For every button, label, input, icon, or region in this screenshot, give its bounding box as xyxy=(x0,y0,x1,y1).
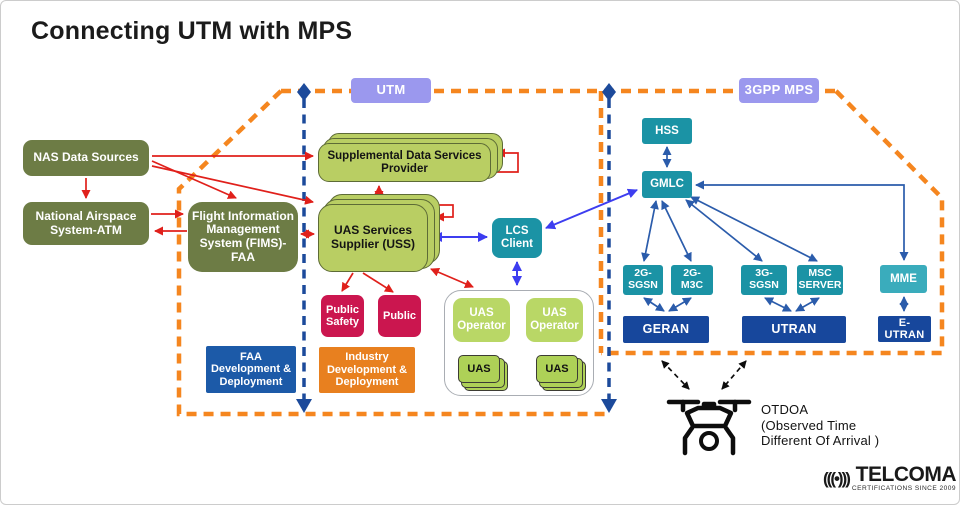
boundary-lines xyxy=(296,83,617,413)
node-national-airspace: National Airspace System-ATM xyxy=(23,202,149,245)
node-utran: UTRAN xyxy=(742,316,846,343)
node-nas-data-sources: NAS Data Sources xyxy=(23,140,149,176)
node-sdsp: Supplemental Data Services Provider xyxy=(318,143,491,182)
otdoa-arrows xyxy=(661,360,747,390)
node-industry-development: Industry Development & Deployment xyxy=(319,347,415,393)
node-fims: Flight Information Management System (FI… xyxy=(188,202,298,272)
node-uas-1: UAS xyxy=(458,355,500,383)
node-public-safety: Public Safety xyxy=(321,295,364,337)
node-uas-operator-2: UAS Operator xyxy=(526,298,583,342)
page-title: Connecting UTM with MPS xyxy=(31,17,353,45)
logo-name: TELCOMA xyxy=(855,463,957,486)
node-faa-development: FAA Development & Deployment xyxy=(206,346,296,393)
signal-waves-icon: (((•))) xyxy=(823,468,851,488)
utm-region-label: UTM xyxy=(351,78,431,103)
node-uas-2: UAS xyxy=(536,355,578,383)
node-msc-server: MSC SERVER xyxy=(797,265,843,295)
node-uss: UAS Services Supplier (USS) xyxy=(318,204,428,272)
steel-flows xyxy=(641,146,909,312)
node-geran: GERAN xyxy=(623,316,709,343)
node-e-utran: E-UTRAN xyxy=(878,316,931,342)
node-2g-sgsn: 2G-SGSN xyxy=(623,265,663,295)
utm-region-border xyxy=(176,89,608,417)
node-uas-operator-1: UAS Operator xyxy=(453,298,510,342)
red-flows xyxy=(81,148,519,293)
blue-flows xyxy=(432,188,638,286)
node-hss: HSS xyxy=(642,118,692,144)
mps-region-border xyxy=(601,89,945,356)
otdoa-annotation: OTDOA (Observed Time Different Of Arriva… xyxy=(761,402,880,448)
node-public: Public xyxy=(378,295,421,337)
drone-icon xyxy=(666,399,752,456)
node-lcs-client: LCS Client xyxy=(492,218,542,258)
node-gmlc: GMLC xyxy=(642,171,692,198)
mps-region-label: 3GPP MPS xyxy=(739,78,819,103)
node-mme: MME xyxy=(880,265,927,293)
telcoma-logo: (((•))) TELCOMA CERTIFICATIONS SINCE 200… xyxy=(823,463,957,492)
node-3g-sgsn: 3G-SGSN xyxy=(741,265,787,295)
logo-tagline: CERTIFICATIONS SINCE 2009 xyxy=(851,485,956,492)
node-2g-m3c: 2G-M3C xyxy=(671,265,713,295)
